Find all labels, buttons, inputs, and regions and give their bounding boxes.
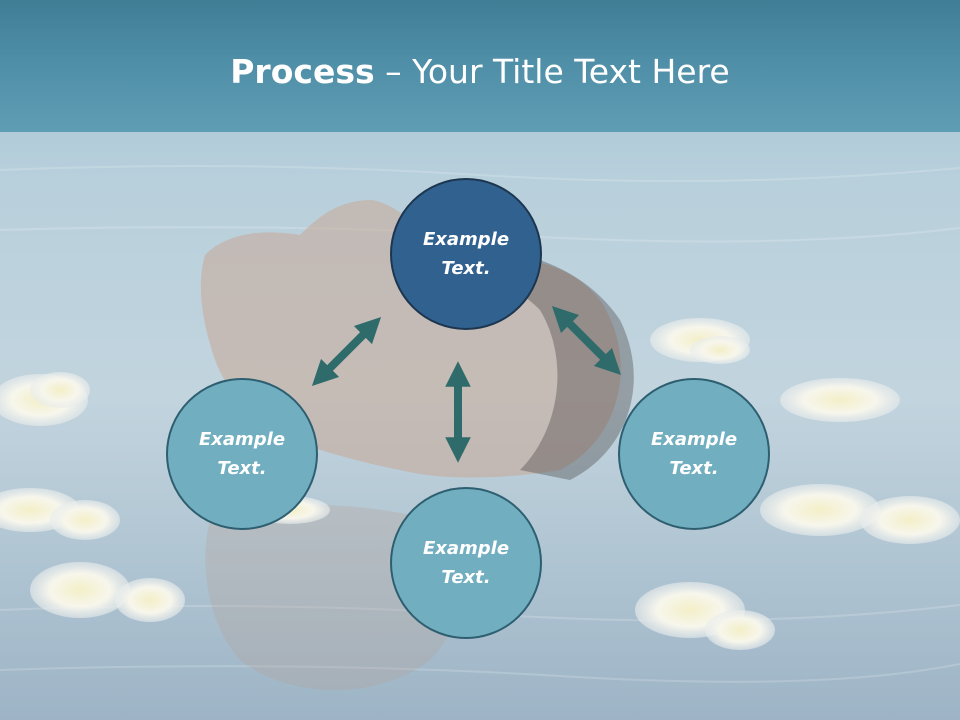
slide-title: Process – Your Title Text Here — [0, 52, 960, 91]
node-top-label: Example Text. — [422, 229, 510, 279]
title-bold: Process — [230, 52, 375, 91]
process-node-bottom: Example Text. — [390, 487, 542, 639]
title-bar — [0, 0, 960, 132]
process-node-left: Example Text. — [166, 378, 318, 530]
title-rest: – Your Title Text Here — [374, 52, 730, 91]
process-node-right: Example Text. — [618, 378, 770, 530]
node-left-label: Example Text. — [198, 429, 286, 479]
arrow-top-right — [551, 305, 622, 376]
node-right-label: Example Text. — [650, 429, 738, 479]
process-node-top: Example Text. — [390, 178, 542, 330]
node-bottom-label: Example Text. — [422, 538, 510, 588]
arrow-top-left — [311, 316, 382, 387]
